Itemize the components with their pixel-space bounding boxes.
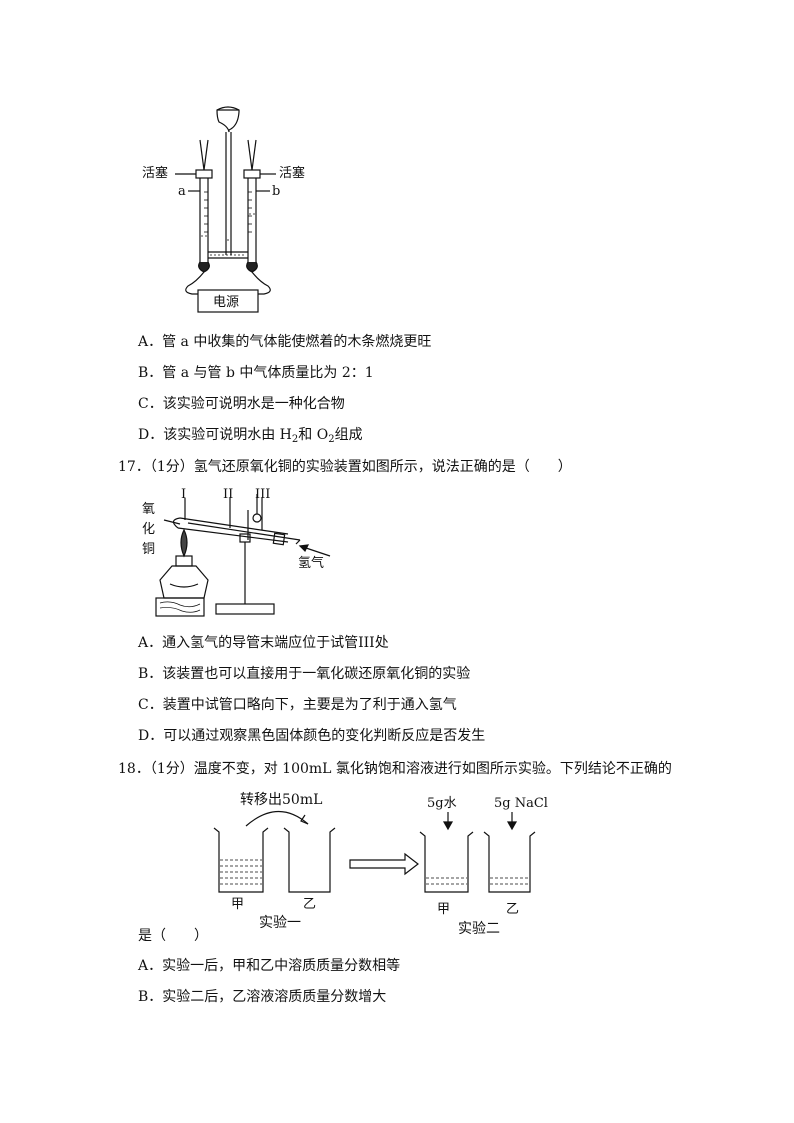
stopcock-right-label: 活塞 xyxy=(279,166,306,181)
electrolysis-apparatus-figure xyxy=(175,106,276,313)
q16-option-d: D．该实验可说明水由 H2和 O2组成 xyxy=(138,426,363,449)
tube-b-label: b xyxy=(272,184,281,199)
q16-option-d-mid: 和 O xyxy=(298,427,329,443)
add-nacl-label: 5g NaCl xyxy=(494,796,548,811)
q17-option-b: B．该装置也可以直接用于一氧化碳还原氧化铜的实验 xyxy=(138,666,471,682)
label-I: I xyxy=(181,487,187,502)
q17-option-c: C．装置中试管口略向下，主要是为了利于通入氢气 xyxy=(138,697,457,713)
transfer-label: 转移出50mL xyxy=(240,792,323,808)
q18-option-a: A．实验一后，甲和乙中溶质质量分数相等 xyxy=(138,958,401,974)
hydrogen-reduction-apparatus-figure xyxy=(155,494,331,617)
q17-option-a: A．通入氢气的导管末端应位于试管III处 xyxy=(138,635,389,651)
q18-stem-end: 是（ ） xyxy=(138,928,208,944)
tube-a-label: a xyxy=(178,184,186,199)
q17-stem: 17．（1分）氢气还原氧化铜的实验装置如图所示，说法正确的是（ ） xyxy=(118,459,572,475)
experiment-one-label: 实验一 xyxy=(259,915,301,931)
q16-option-a: A．管 a 中收集的气体能使燃着的木条燃烧更旺 xyxy=(138,334,432,350)
q16-option-d-prefix: D．该实验可说明水由 H xyxy=(138,427,292,443)
power-supply-label: 电源 xyxy=(213,295,240,310)
exp1-beaker-yi-label: 乙 xyxy=(303,897,317,912)
exp2-beaker-yi-label: 乙 xyxy=(506,902,520,917)
label-II: II xyxy=(223,487,234,502)
saturated-solution-experiment-figure xyxy=(213,810,536,893)
o2-subscript: 2 xyxy=(328,434,335,445)
q16-option-c: C．该实验可说明水是一种化合物 xyxy=(138,396,345,412)
stopcock-left-label: 活塞 xyxy=(142,166,169,181)
exp1-beaker-jia-label: 甲 xyxy=(231,897,245,912)
add-water-label: 5g水 xyxy=(427,796,457,811)
copper-oxide-label-3: 铜 xyxy=(142,542,156,557)
q18-option-b: B．实验二后，乙溶液溶质质量分数增大 xyxy=(138,989,387,1005)
q16-option-d-suffix: 组成 xyxy=(334,427,363,443)
q16-option-b: B．管 a 与管 b 中气体质量比为 2：1 xyxy=(138,365,374,381)
q17-option-d: D．可以通过观察黑色固体颜色的变化判断反应是否发生 xyxy=(138,728,486,744)
q18-stem: 18．（1分）温度不变，对 100mL 氯化钠饱和溶液进行如图所示实验。下列结论… xyxy=(118,761,672,777)
h2-subscript: 2 xyxy=(291,434,299,445)
copper-oxide-label-1: 氧 xyxy=(142,502,156,517)
experiment-two-label: 实验二 xyxy=(458,921,500,937)
exp2-beaker-jia-label: 甲 xyxy=(437,902,451,917)
copper-oxide-label-2: 化 xyxy=(142,522,156,537)
hydrogen-label: 氢气 xyxy=(298,556,325,571)
label-III: III xyxy=(255,487,271,502)
